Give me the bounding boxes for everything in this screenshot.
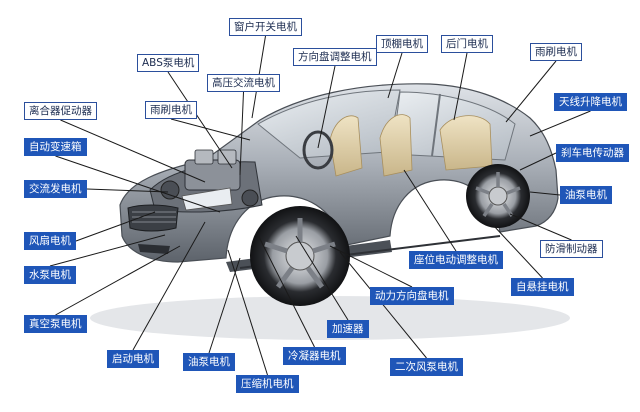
label-fuel-pump-front: 油泵电机	[183, 353, 235, 371]
leader-power-steering	[329, 245, 413, 288]
label-antenna-motor: 天线升降电机	[554, 93, 627, 111]
leader-compressor-motor	[227, 249, 268, 376]
engine-bay	[149, 149, 263, 213]
seats	[329, 114, 493, 177]
label-alternator: 交流发电机	[24, 180, 87, 198]
leader-seat-adjust-motor	[403, 169, 457, 252]
leader-water-pump-motor	[49, 234, 166, 267]
leader-secondary-air-pump	[339, 251, 427, 359]
leader-vacuum-pump	[55, 245, 181, 316]
label-compressor-motor: 压缩机电机	[236, 375, 299, 393]
label-antiskid-brake: 防滑制动器	[540, 240, 603, 258]
ground-shadow	[90, 296, 570, 340]
leader-abs-pump-motor	[167, 71, 233, 169]
leader-suspension-motor	[493, 225, 543, 279]
front-grille	[127, 204, 179, 232]
label-condenser-motor: 冷凝器电机	[283, 347, 346, 365]
label-auto-gearbox: 自动变速箱	[24, 138, 87, 156]
headlight	[181, 187, 233, 211]
front-wheel	[250, 206, 350, 306]
label-suspension-motor: 自悬挂电机	[511, 278, 574, 296]
label-starter-motor: 启动电机	[107, 350, 159, 368]
label-abs-pump-motor: ABS泵电机	[137, 54, 200, 72]
leader-brake-actuator	[519, 152, 557, 171]
label-fuel-pump-rear: 油泵电机	[560, 186, 612, 204]
steering-wheel	[302, 130, 334, 170]
leader-fuel-pump-rear	[529, 191, 561, 196]
label-seat-adjust-motor: 座位电动调整电机	[409, 251, 503, 269]
leader-front-wiper-motor	[170, 118, 251, 141]
leader-auto-gearbox	[55, 155, 221, 213]
label-front-wiper-motor: 雨刷电机	[145, 101, 197, 119]
leader-fuel-pump-front	[208, 257, 241, 354]
label-window-motor: 窗户开关电机	[229, 18, 302, 36]
label-hv-ac-motor: 高压交流电机	[207, 74, 280, 92]
leader-starter-motor	[132, 221, 206, 351]
label-clutch-actuator: 离合器促动器	[24, 102, 97, 120]
b-pillar	[431, 93, 441, 157]
label-accelerator: 加速器	[327, 320, 369, 338]
label-fan-motor: 风扇电机	[24, 232, 76, 250]
leader-rear-wiper-motor	[505, 60, 557, 123]
label-secondary-air-pump: 二次风泵电机	[390, 358, 463, 376]
rear-wheel	[466, 164, 530, 228]
leader-accelerator	[295, 235, 349, 321]
label-rear-door-motor: 后门电机	[441, 35, 493, 53]
leader-clutch-actuator	[60, 119, 206, 183]
windshield	[257, 89, 401, 159]
fog-light	[138, 244, 170, 254]
leader-antiskid-brake	[509, 213, 572, 241]
label-rear-wiper-motor: 雨刷电机	[530, 43, 582, 61]
leader-fan-motor	[75, 211, 156, 242]
label-roof-motor: 顶棚电机	[376, 35, 428, 53]
leader-steering-adjust	[317, 65, 336, 149]
leader-antenna-motor	[529, 110, 591, 137]
label-brake-actuator: 刹车电传动器	[556, 144, 629, 162]
leader-roof-motor	[387, 52, 403, 99]
label-power-steering: 动力方向盘电机	[370, 287, 454, 305]
leader-condenser-motor	[257, 234, 315, 348]
label-steering-adjust: 方向盘调整电机	[293, 48, 377, 66]
leader-alternator	[86, 188, 169, 193]
leader-rear-door-motor	[453, 52, 468, 121]
label-vacuum-pump: 真空泵电机	[24, 315, 87, 333]
label-water-pump-motor: 水泵电机	[24, 266, 76, 284]
leader-hv-ac-motor	[239, 91, 244, 176]
